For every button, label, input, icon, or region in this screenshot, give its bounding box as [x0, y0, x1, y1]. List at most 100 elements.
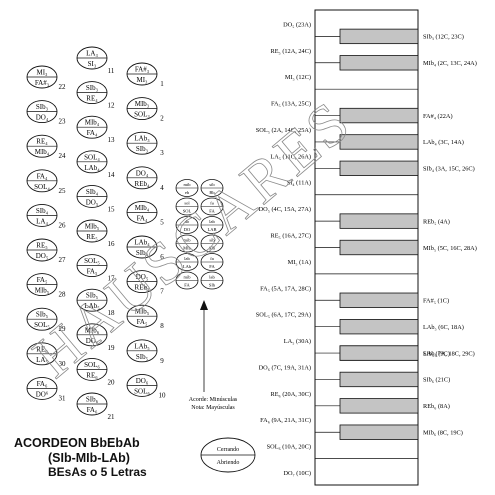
closing-note: MIb₅ — [135, 308, 150, 316]
button-number: 15 — [108, 205, 116, 213]
bass-chord: lab — [209, 275, 215, 280]
legend-note-line1: Acorde: Minúsculas — [189, 397, 238, 403]
button-number: 28 — [59, 291, 67, 299]
opening-note: DO₄ — [36, 114, 49, 122]
outer-row-button: FA₅ MIb₅ 28 — [26, 273, 67, 299]
black-key-label: MIb₄ (2C, 13C, 24A) — [423, 60, 477, 67]
button-number: 4 — [160, 184, 164, 192]
black-key — [339, 239, 419, 256]
button-number: 17 — [108, 275, 116, 283]
opening-note: DO₆ — [86, 337, 99, 345]
title-line-2: (SIb-MIb-LAb) — [48, 451, 130, 465]
opening-note: DO₅ — [36, 252, 49, 260]
closing-note: SOL₆ — [84, 361, 100, 369]
white-key-label: DO₅ (4C, 15A, 27A) — [259, 206, 311, 213]
closing-note: SIb₄ — [36, 207, 49, 215]
opening-note: SI₃ — [88, 60, 97, 68]
black-key — [339, 28, 419, 45]
black-key-label: FA#₅ (1C) — [423, 298, 449, 305]
middle-row-button: LA₃ SI₃ 11 — [76, 46, 115, 75]
button-number: 22 — [59, 83, 67, 91]
closing-note: SIb₆ — [86, 396, 99, 404]
black-key-label: SIb₆ (21C) — [423, 377, 450, 384]
watermark: HAUSCARES — [21, 87, 365, 391]
button-number: 12 — [108, 102, 116, 110]
white-key-label: MI₅ (1A) — [288, 259, 311, 266]
black-key — [339, 371, 419, 388]
closing-note: LA₃ — [86, 50, 98, 58]
white-key-label: RE₅ (12A, 24C) — [271, 48, 312, 55]
closing-note: MIb₅ — [85, 223, 100, 231]
opening-note: DO₅ — [86, 198, 99, 206]
legend-opening: Abriendo — [217, 460, 240, 466]
button-number: 10 — [159, 391, 167, 399]
opening-note: MIb₅ — [35, 287, 50, 295]
opening-note: SOL₅ — [34, 321, 50, 329]
opening-note: RE₅ — [86, 233, 98, 241]
opening-note: LAb₄ — [84, 164, 100, 172]
closing-note: SOL₄ — [84, 153, 100, 161]
closing-note: RE₅ — [36, 242, 48, 250]
black-key-label: REb₆ (8A) — [423, 403, 450, 410]
button-number: 14 — [108, 171, 116, 179]
bass-chord: sib — [209, 182, 215, 187]
closing-note: SIb₅ — [86, 292, 99, 300]
button-number: 1 — [160, 80, 164, 88]
black-key — [339, 134, 419, 150]
closing-note: LAb₅ — [134, 342, 150, 350]
outer-row-button: SIb₄ LA₄ 26 — [26, 203, 67, 229]
button-number: 29 — [59, 325, 67, 333]
white-key-label: FA₆ (9A, 21A, 31C) — [260, 417, 311, 424]
closing-note: RE₄ — [36, 138, 48, 146]
closing-note: MIb₆ — [85, 326, 100, 334]
opening-note: MIb₄ — [35, 148, 50, 156]
opening-note: LA₄ — [36, 217, 48, 225]
closing-note: SIb₄ — [86, 188, 99, 196]
opening-note: SOL₆ — [134, 387, 150, 395]
black-key — [339, 319, 419, 335]
black-key — [339, 398, 419, 414]
black-key-label: SIb₃ (12C, 23C) — [423, 34, 464, 41]
closing-note: LAb₄ — [134, 239, 150, 247]
bass-chord: lab — [184, 256, 190, 261]
watermark-text: HAUSCARES — [21, 87, 364, 390]
button-number: 11 — [108, 67, 115, 75]
closing-note: FA₅ — [37, 276, 48, 284]
black-key — [339, 160, 419, 176]
bass-note: LAb — [183, 264, 192, 269]
button-number: 7 — [160, 288, 164, 296]
opening-note: FA#₃ — [35, 79, 50, 87]
bass-chord: fa — [210, 256, 214, 261]
white-key-label: RE₅ (16A, 27C) — [271, 232, 312, 239]
opening-note: DO⁶ — [36, 390, 49, 398]
closing-note: FA#₃ — [135, 66, 150, 74]
opening-note: SOL₄ — [34, 183, 50, 191]
black-key-label: SIb₄ (3A, 15C, 26C) — [423, 166, 475, 173]
button-number: 20 — [108, 378, 116, 386]
black-key-label: MIb₅ (5C, 16C, 28A) — [423, 245, 477, 252]
opening-note: FA₄ — [137, 214, 148, 222]
white-key-label: LA₅ (11C, 26A) — [270, 153, 311, 160]
black-key-label: LAb₄ (3C, 14A) — [423, 139, 464, 146]
button-number: 26 — [59, 221, 67, 229]
white-key-label: RE₆ (20A, 30C) — [271, 391, 312, 398]
